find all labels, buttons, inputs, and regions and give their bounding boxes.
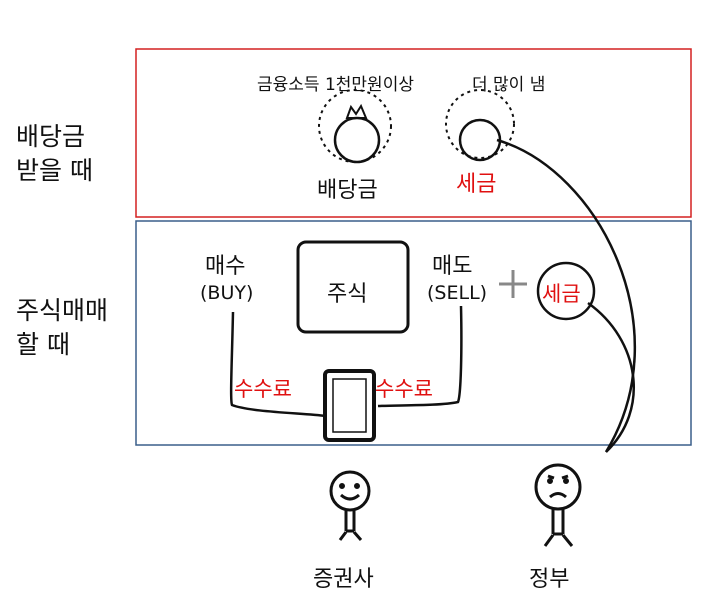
sell-label: 매도 (432, 254, 473, 279)
fee-flow-line-left (229, 311, 327, 418)
government-figure-icon (534, 463, 582, 547)
tax-flow-line-dividend (496, 138, 637, 453)
side-label-trade-line2: 할 때 (16, 330, 70, 359)
plus-icon (499, 270, 527, 298)
buy-label: 매수 (205, 254, 246, 279)
more-pay-note: 더 많이 냄 (472, 75, 546, 95)
trade-tax-label: 세금 (542, 282, 581, 306)
trade-box (135, 220, 692, 446)
buy-en-label: (BUY) (200, 282, 254, 304)
government-label: 정부 (529, 567, 570, 592)
money-bag-tie (345, 103, 368, 119)
broker-label: 증권사 (313, 567, 374, 592)
trade-tax-circle (536, 261, 596, 321)
stock-box (296, 240, 410, 334)
tax-flow-line-trade (587, 301, 636, 453)
side-label-dividend-line1: 배당금 (16, 122, 86, 151)
threshold-note: 금융소득 1천만원이상 (257, 75, 414, 95)
stock-label: 주식 (327, 282, 368, 307)
dividend-label: 배당금 (317, 178, 378, 203)
side-label-dividend-line2: 받을 때 (16, 156, 93, 185)
dividend-tax-label: 세금 (456, 172, 497, 197)
dividend-box (135, 48, 692, 218)
phone-screen (332, 378, 367, 433)
fee-label-left: 수수료 (234, 377, 292, 401)
side-label-dividend: 배당금 받을 때 (16, 120, 93, 188)
money-bag-dashed-circle (318, 89, 392, 163)
tax-coin-icon (458, 118, 502, 162)
money-bag-icon (333, 116, 381, 164)
side-label-trade-line1: 주식매매 (16, 296, 109, 325)
tax-coin-dashed-circle (445, 89, 515, 159)
fee-flow-line-right (377, 305, 463, 408)
phone-icon (323, 369, 376, 442)
sell-en-label: (SELL) (427, 282, 488, 304)
broker-figure-icon (329, 470, 371, 541)
side-label-trade: 주식매매 할 때 (16, 294, 108, 362)
fee-label-right: 수수료 (375, 377, 433, 401)
